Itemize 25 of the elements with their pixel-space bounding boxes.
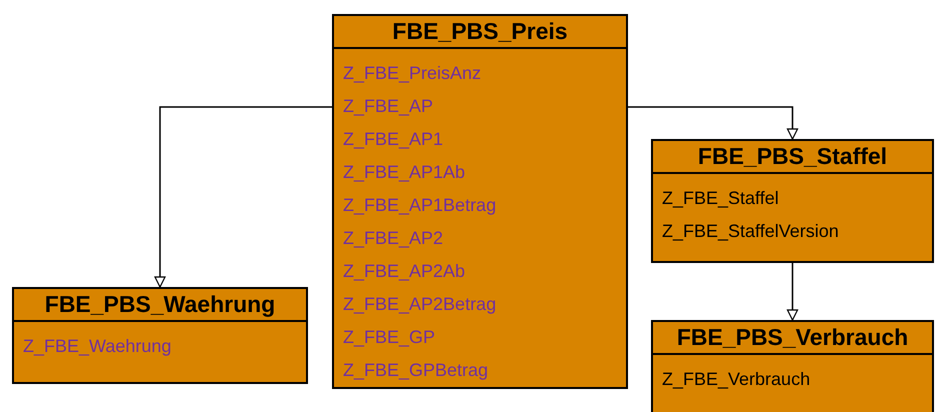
field-name: Z_FBE_GPBetrag xyxy=(343,359,488,381)
field-name: Z_FBE_GP xyxy=(343,326,436,348)
entity-table xyxy=(651,320,934,412)
table-title: FBE_PBS_Waehrung xyxy=(14,289,306,322)
field-name: Z_FBE_AP2Ab xyxy=(343,260,466,282)
arrow xyxy=(628,106,798,140)
field-name: Z_FBE_StaffelVersion xyxy=(662,220,839,242)
field-name: Z_FBE_AP2 xyxy=(343,227,444,249)
field-name: Z_FBE_AP1Betrag xyxy=(343,194,496,216)
entity-table xyxy=(332,14,628,389)
field-name: Z_FBE_AP xyxy=(343,95,434,117)
field-name: Z_FBE_Waehrung xyxy=(23,335,172,357)
table-title: FBE_PBS_Verbrauch xyxy=(653,322,932,355)
entity-table xyxy=(651,139,934,263)
field-name: Z_FBE_Staffel xyxy=(662,187,779,209)
field-name: Z_FBE_Verbrauch xyxy=(662,368,810,390)
table-title: FBE_PBS_Preis xyxy=(334,16,626,49)
table-title: FBE_PBS_Staffel xyxy=(653,141,932,174)
field-name: Z_FBE_AP1 xyxy=(343,128,444,150)
entity-table xyxy=(12,287,308,384)
field-name: Z_FBE_PreisAnz xyxy=(343,62,482,84)
field-name: Z_FBE_AP1Ab xyxy=(343,161,466,183)
arrow xyxy=(154,106,332,288)
arrow xyxy=(786,263,798,321)
field-name: Z_FBE_AP2Betrag xyxy=(343,293,496,315)
